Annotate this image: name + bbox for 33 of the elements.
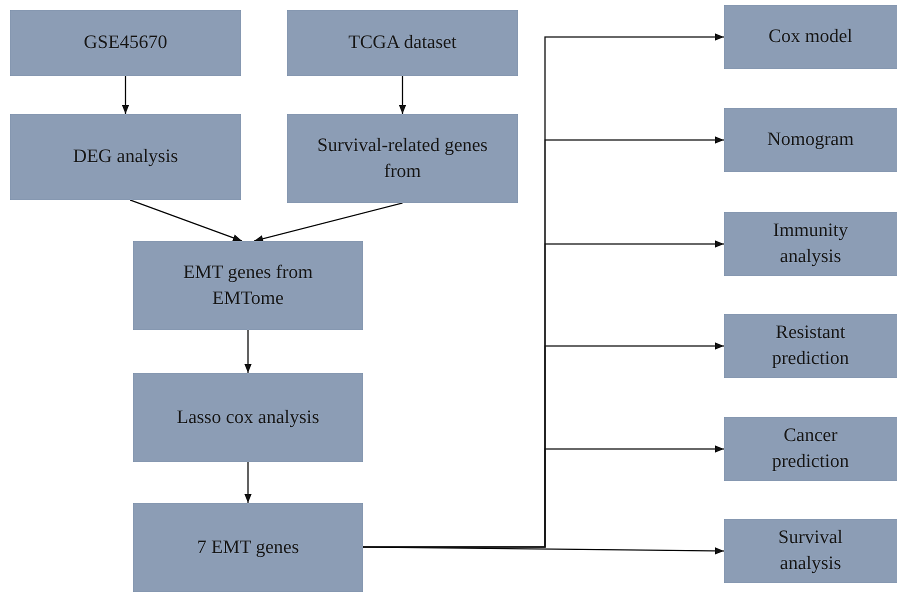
process-box — [133, 241, 363, 330]
process-box — [287, 10, 518, 76]
box-label: Resistant prediction — [770, 321, 850, 371]
box-label: Nomogram — [767, 128, 854, 152]
box-label: Survival-related genes from — [316, 134, 489, 184]
box-label: Survival analysis — [777, 526, 844, 576]
box-label: Cox model — [768, 25, 852, 49]
process-box — [10, 10, 241, 76]
process-box — [724, 5, 897, 69]
arrow — [244, 462, 252, 503]
arrow — [363, 546, 724, 555]
arrow — [130, 199, 242, 242]
arrow — [254, 202, 403, 242]
box-label: Lasso cox analysis — [176, 406, 320, 430]
process-box — [133, 373, 363, 462]
process-box — [287, 114, 518, 203]
arrow — [122, 76, 130, 114]
process-box — [724, 314, 897, 378]
box-label: DEG analysis — [72, 145, 178, 169]
process-box — [724, 108, 897, 172]
box-label: TCGA dataset — [348, 31, 457, 55]
box-label: EMT genes from EMTome — [182, 260, 314, 310]
arrow — [398, 76, 406, 114]
arrow — [244, 330, 252, 373]
process-box — [724, 212, 897, 276]
process-box — [724, 417, 897, 481]
process-box — [10, 114, 241, 200]
box-label: Immunity analysis — [772, 219, 849, 269]
process-box — [133, 503, 363, 592]
box-label: GSE45670 — [84, 31, 168, 55]
box-label: 7 EMT genes — [196, 536, 300, 560]
box-label: Cancer prediction — [770, 424, 850, 474]
process-box — [724, 519, 897, 583]
